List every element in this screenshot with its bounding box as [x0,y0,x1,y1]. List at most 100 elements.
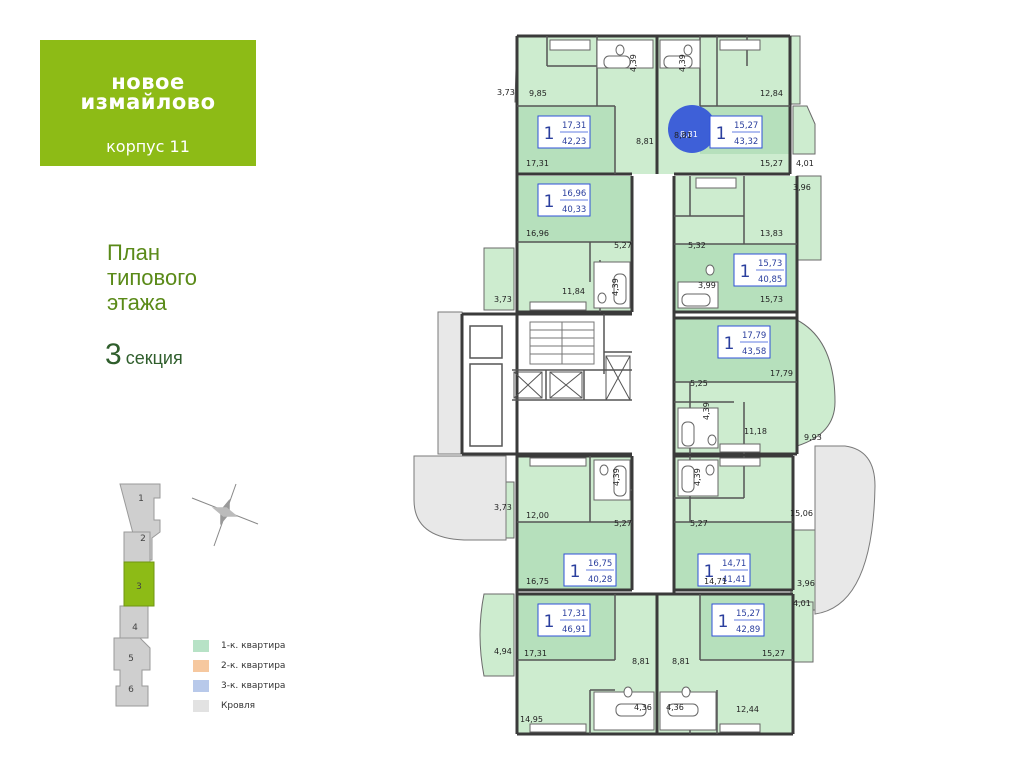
legend-item: Кровля [193,696,285,716]
balcony [483,247,515,311]
room-area-label: 3,73 [494,503,512,512]
section-word: секция [125,348,183,368]
section-label-6: 6 [128,685,134,695]
legend-label: 1-к. квартира [221,641,286,651]
section-label-3: 3 [136,582,142,592]
room-area-label: 3,73 [494,295,512,304]
total-area: 42,23 [562,137,586,147]
balcony [790,529,816,611]
total-area: 42,89 [736,625,760,635]
bathroom-fixtures [593,39,719,731]
room-area-label: 4,39 [612,468,621,486]
legend-item: 3-к. квартира [193,676,285,696]
room-area-label: 3,99 [698,281,716,290]
plan-title: План типового этажа [107,240,197,315]
room-area-label: 8,81 [636,137,654,146]
room-area-label: 12,84 [760,89,783,98]
living-area: 17,31 [562,609,586,619]
room-area-label: 11,18 [744,427,767,436]
room-area-label: 4,36 [666,703,684,712]
total-area: 41,41 [722,575,746,585]
room-area-label: 5,27 [614,519,632,528]
room-area-label: 4,36 [634,703,652,712]
living-area: 14,71 [722,559,746,569]
living-area: 15,73 [758,259,782,269]
legend-swatch [193,640,209,652]
room-area-label: 15,27 [760,159,783,168]
room-area-label: 14,95 [520,715,543,724]
room-area-label: 15,73 [760,295,783,304]
living-area: 16,96 [562,189,586,199]
room-area-label: 12,44 [736,705,759,714]
plan-title-line-2: типового [107,265,197,290]
logo-line-1: новое [111,70,185,94]
room-area-label: 17,31 [524,649,547,658]
room-area-label: 5,27 [614,241,632,250]
building-outline [113,483,161,707]
room-area-label: 15,27 [762,649,785,658]
rooms-count: 1 [740,262,751,282]
living-area: 15,27 [736,609,760,619]
room-area-label: 4,39 [678,54,687,72]
rooms-count: 1 [724,334,735,354]
room-area-label: 4,01 [796,159,814,168]
total-area: 40,85 [758,275,782,285]
legend-item: 2-к. квартира [193,656,285,676]
living-area: 17,31 [562,121,586,131]
room-area-label: 4,39 [611,278,620,296]
legend-item: 1-к. квартира [193,636,285,656]
room-area-label: 3,73 [497,88,515,97]
building-label: корпус 11 [106,137,190,156]
balcony [796,319,836,447]
logo-line-2: измайлово [80,90,216,114]
room-area-label: 4,94 [494,647,512,656]
roof-terrace [814,445,876,615]
room-area-label: 17,31 [526,159,549,168]
selected-apartment-marker[interactable]: 8,81 [668,105,716,153]
room-area-label: 14,71 [704,577,727,586]
total-area: 46,91 [562,625,586,635]
room-area-label: 8,81 [672,657,690,666]
room-area-label: 17,79 [770,369,793,378]
elevators [513,355,631,401]
room-area-label: 4,39 [702,402,711,420]
rooms-count: 1 [544,124,555,144]
section-3-block[interactable] [123,561,155,607]
compass-icon [191,483,259,547]
living-area: 16,75 [588,559,612,569]
roof-terrace [437,311,463,455]
legend: 1-к. квартира 2-к. квартира 3-к. квартир… [193,636,285,716]
roof-terrace [413,455,507,541]
living-area: 15,27 [734,121,758,131]
room-area-label: 4,39 [629,54,638,72]
apartment-info-box[interactable]: 1 15,73 40,85 [733,253,787,287]
living-area: 17,79 [742,331,766,341]
section-label-1: 1 [138,494,144,504]
room-area-label: 15,06 [790,509,813,518]
brand-logo[interactable]: новое измайлово корпус 11 [40,40,256,166]
rooms-count: 1 [718,612,729,632]
apartment-info-box[interactable]: 1 15,27 42,89 [711,603,765,637]
room-area-label: 11,84 [562,287,585,296]
room-area-label: 8,81 [674,131,692,140]
stairs [529,321,595,365]
legend-label: 2-к. квартира [221,661,286,671]
legend-label: 3-к. квартира [221,681,286,691]
rooms-count: 1 [704,562,715,582]
room-area-label: 5,32 [688,241,706,250]
balcony [479,593,515,677]
apartment-info-box[interactable]: 1 17,31 42,23 [537,115,591,149]
section-labels: 1 2 3 4 5 6 [128,494,146,695]
room-area-label: 4,01 [793,599,811,608]
room-area-label: 5,25 [690,379,708,388]
rooms-count: 1 [716,124,727,144]
section-label-2: 2 [140,534,146,544]
